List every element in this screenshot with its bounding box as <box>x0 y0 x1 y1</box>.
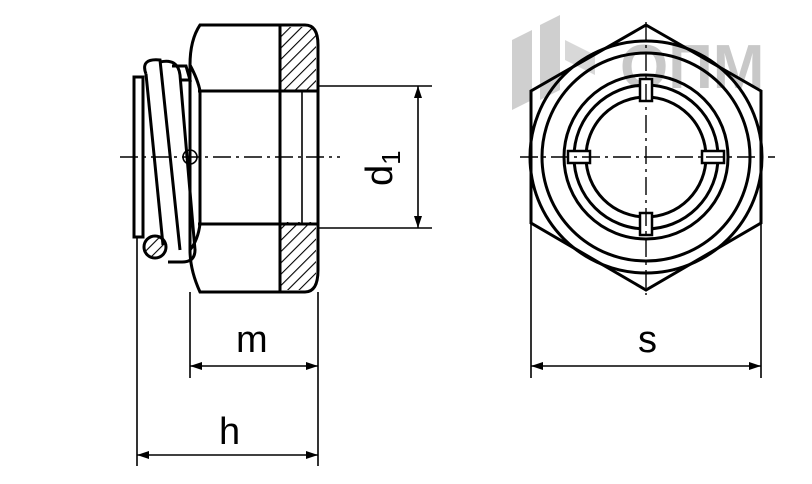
d1-subscript: 1 <box>376 150 406 164</box>
side-view <box>120 23 340 294</box>
dimension-h: h <box>136 237 318 466</box>
front-view <box>520 22 775 295</box>
m-label: m <box>236 319 268 361</box>
svg-text:d1: d1 <box>359 150 406 186</box>
dimension-d1: d1 <box>318 85 432 229</box>
d1-label: d <box>359 165 401 186</box>
dimension-m: m <box>189 292 319 466</box>
dimension-s: s <box>530 223 762 378</box>
s-label: s <box>638 319 657 361</box>
h-label: h <box>219 411 240 453</box>
